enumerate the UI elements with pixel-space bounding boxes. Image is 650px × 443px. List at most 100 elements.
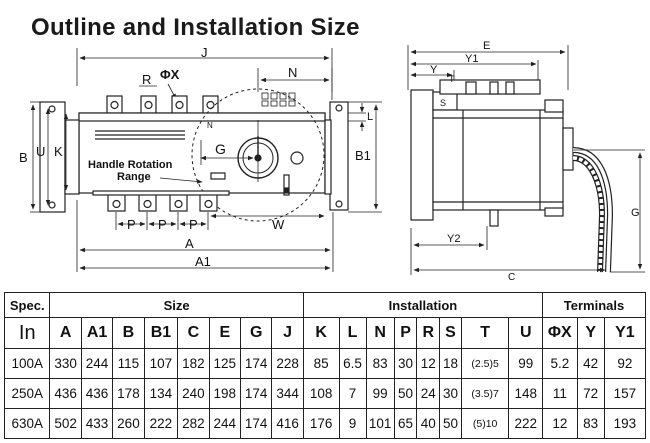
table-cell: 282 bbox=[177, 408, 210, 439]
column-header: C bbox=[177, 317, 210, 349]
table-cell: 148 bbox=[508, 378, 544, 409]
table-cell: 174 bbox=[239, 378, 273, 409]
table-cell: 50 bbox=[393, 378, 418, 409]
table-cell: 24 bbox=[416, 378, 441, 409]
column-header: N bbox=[365, 317, 395, 349]
table-cell: 108 bbox=[302, 378, 340, 409]
column-header: A bbox=[49, 317, 82, 349]
dim-label-G-side: G bbox=[631, 207, 640, 219]
column-header: K bbox=[302, 317, 340, 349]
dim-label-P2: P bbox=[158, 217, 167, 232]
dim-label-R: R bbox=[142, 72, 151, 87]
column-header: B bbox=[112, 317, 145, 349]
table-cell: 240 bbox=[177, 378, 210, 409]
column-header: Y bbox=[576, 317, 605, 349]
table-cell: 416 bbox=[271, 408, 304, 439]
table-cell: 107 bbox=[143, 348, 179, 379]
side-view bbox=[407, 45, 645, 275]
table-cell: (2.5)5 bbox=[460, 348, 510, 379]
table-cell: 83 bbox=[576, 408, 605, 439]
table-cell: 7 bbox=[338, 378, 367, 409]
table-cell: 134 bbox=[143, 378, 179, 409]
group-size: Size bbox=[49, 292, 304, 318]
table-cell: 433 bbox=[80, 408, 114, 439]
table-group-row: Spec. Size Installation Terminals bbox=[3, 292, 646, 318]
dim-label-P3: P bbox=[189, 217, 198, 232]
table-cell: 125 bbox=[208, 348, 241, 379]
table-cell: 6.5 bbox=[338, 348, 367, 379]
table-cell: 9 bbox=[338, 408, 367, 439]
table-cell: 436 bbox=[80, 378, 114, 409]
table-cell: 182 bbox=[177, 348, 210, 379]
table-cell: 30 bbox=[393, 348, 418, 379]
dim-label-A: A bbox=[185, 236, 194, 251]
dim-label-E: E bbox=[483, 40, 490, 52]
table-cell: 65 bbox=[393, 408, 418, 439]
table-cell: 12 bbox=[542, 408, 578, 439]
mark-N: N bbox=[207, 121, 213, 130]
table-cell: 40 bbox=[416, 408, 441, 439]
column-header: In bbox=[3, 317, 51, 349]
dim-label-W: W bbox=[272, 217, 285, 232]
table-cell: 5.2 bbox=[542, 348, 578, 379]
table-cell: 222 bbox=[508, 408, 544, 439]
table-cell: 244 bbox=[208, 408, 241, 439]
handle-rotation-label-line2: Range bbox=[117, 171, 151, 183]
dim-label-N: N bbox=[288, 65, 297, 80]
column-header: B1 bbox=[143, 317, 179, 349]
table-cell: 11 bbox=[542, 378, 578, 409]
column-header: Y1 bbox=[603, 317, 647, 349]
table-cell: 630A bbox=[3, 408, 51, 439]
column-header: A1 bbox=[80, 317, 114, 349]
table-cell: (5)10 bbox=[460, 408, 510, 439]
table-cell: 72 bbox=[576, 378, 605, 409]
table-cell: 222 bbox=[143, 408, 179, 439]
column-header: E bbox=[208, 317, 241, 349]
table-cell: 193 bbox=[603, 408, 647, 439]
side-view-labels: E Y1 Y T S G Y2 C bbox=[430, 40, 640, 283]
column-header: R bbox=[416, 317, 441, 349]
dim-label-B: B bbox=[19, 150, 28, 165]
dim-label-G: G bbox=[215, 141, 226, 157]
dim-label-phiX: ΦX bbox=[160, 67, 180, 82]
dim-label-A1: A1 bbox=[195, 254, 211, 269]
column-header: J bbox=[271, 317, 304, 349]
dim-label-C: C bbox=[508, 272, 515, 283]
dim-label-U: U bbox=[36, 144, 45, 159]
dim-label-J: J bbox=[201, 45, 208, 60]
table-cell: 42 bbox=[576, 348, 605, 379]
table-cell: 50 bbox=[439, 408, 462, 439]
table-cell: 174 bbox=[239, 408, 273, 439]
table-cell: 260 bbox=[112, 408, 145, 439]
table-cell: 228 bbox=[271, 348, 304, 379]
front-view bbox=[30, 48, 382, 272]
dim-label-P1: P bbox=[127, 217, 136, 232]
group-installation: Installation bbox=[302, 292, 544, 318]
group-spec: Spec. bbox=[3, 292, 51, 318]
dim-label-S: S bbox=[440, 98, 446, 108]
table-cell: (3.5)7 bbox=[460, 378, 510, 409]
dim-label-K: K bbox=[54, 144, 63, 159]
table-cell: 99 bbox=[365, 378, 395, 409]
table-cell: 176 bbox=[302, 408, 340, 439]
table-cell: 174 bbox=[239, 348, 273, 379]
table-cell: 12 bbox=[416, 348, 441, 379]
table-cell: 101 bbox=[365, 408, 395, 439]
table-cell: 115 bbox=[112, 348, 145, 379]
table-cell: 99 bbox=[508, 348, 544, 379]
dim-label-L: L bbox=[367, 111, 373, 123]
table-cell: 83 bbox=[365, 348, 395, 379]
dim-label-Y1: Y1 bbox=[465, 53, 478, 65]
table-cell: 100A bbox=[3, 348, 51, 379]
table-cell: 436 bbox=[49, 378, 82, 409]
table-cell: 30 bbox=[439, 378, 462, 409]
page-title: Outline and Installation Size bbox=[31, 14, 360, 41]
group-terminals: Terminals bbox=[542, 292, 646, 318]
table-cell: 92 bbox=[603, 348, 647, 379]
